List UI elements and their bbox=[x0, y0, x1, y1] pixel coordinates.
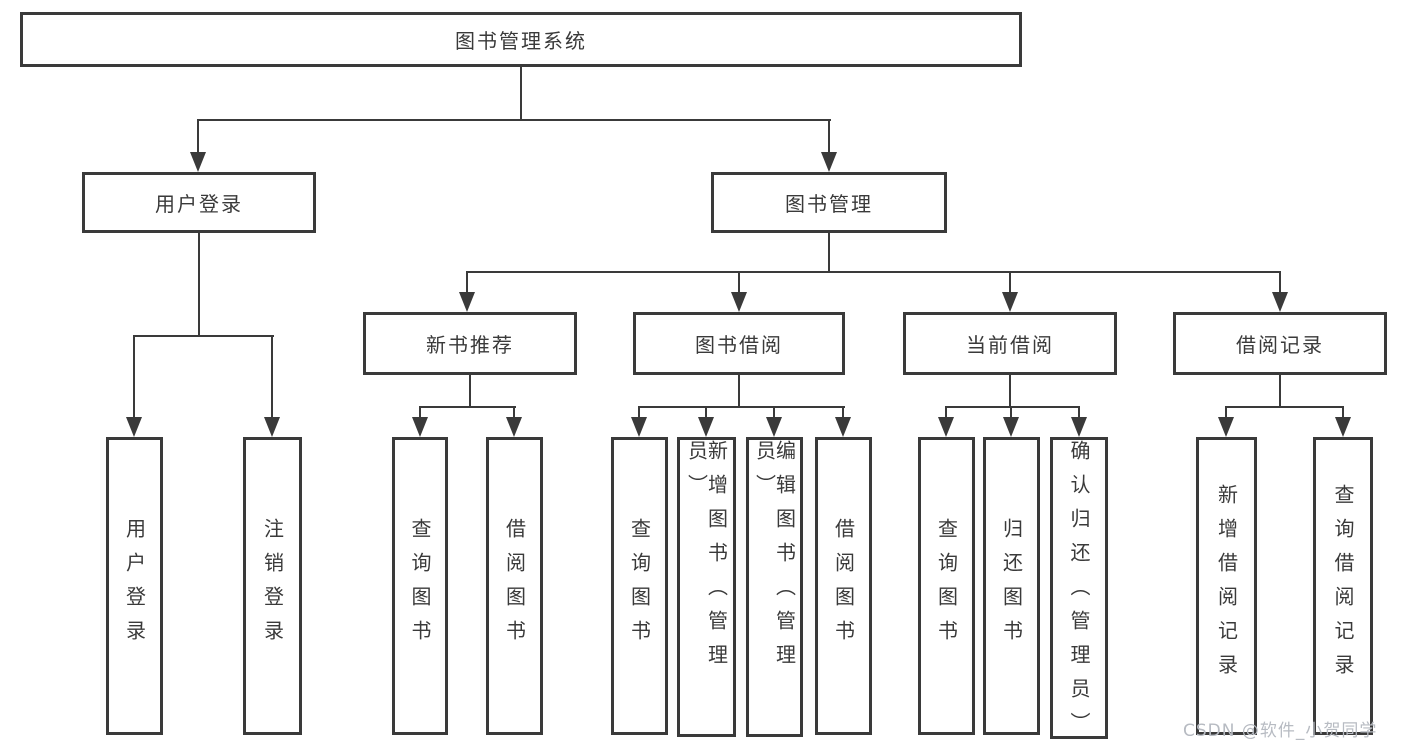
leaf-g1-query-book-label: 查询图书 bbox=[627, 518, 652, 654]
node-root: 图书管理系统 bbox=[20, 12, 1022, 67]
leaf-g1-add-book-admin-label: 新增图书（管理员） bbox=[684, 440, 729, 678]
leaf-user-login-label: 用户登录 bbox=[122, 518, 147, 654]
leaf-g2-confirm-return-admin: 确认归还（管理员） bbox=[1050, 437, 1108, 746]
connector-group3-bar bbox=[1225, 406, 1344, 408]
csdn-watermark: CSDN @软件_小贺同学 bbox=[1183, 721, 1378, 741]
connector-group2-bar bbox=[945, 406, 1080, 408]
connector-group3-stem bbox=[1279, 273, 1281, 292]
connector-login-stem bbox=[197, 121, 199, 152]
node-book-mgmt: 图书管理 bbox=[711, 172, 947, 233]
arrow-down-icon bbox=[1002, 292, 1018, 312]
arrow-down-icon bbox=[1071, 417, 1087, 437]
node-book-borrow: 图书借阅 bbox=[633, 312, 845, 375]
leaf-g1-edit-book-admin-label: 编辑图书（管理员） bbox=[752, 440, 797, 678]
leaf-g2-query-book: 查询图书 bbox=[918, 437, 975, 735]
connector-group2-down bbox=[1009, 375, 1011, 408]
arrow-down-icon bbox=[821, 152, 837, 172]
leaf-g2-return-book-label: 归还图书 bbox=[999, 518, 1024, 654]
arrow-down-icon bbox=[835, 417, 851, 437]
leaf-g1-add-book-admin: 新增图书（管理员） bbox=[677, 437, 736, 737]
leaf-g0-query-book: 查询图书 bbox=[392, 437, 448, 735]
leaf-logout-label: 注销登录 bbox=[260, 518, 285, 654]
connector-g2c1-stem bbox=[1010, 408, 1012, 417]
leaf-g2-return-book: 归还图书 bbox=[983, 437, 1040, 735]
node-new-book-recommend-label: 新书推荐 bbox=[426, 333, 514, 357]
arrow-down-icon bbox=[1218, 417, 1234, 437]
connector-group0-bar bbox=[419, 406, 516, 408]
leaf-g1-query-book: 查询图书 bbox=[611, 437, 668, 735]
leaf-logout: 注销登录 bbox=[243, 437, 302, 735]
arrow-down-icon bbox=[631, 417, 647, 437]
connector-mgmt-bar bbox=[466, 271, 1281, 273]
node-current-borrow: 当前借阅 bbox=[903, 312, 1117, 375]
arrow-down-icon bbox=[731, 292, 747, 312]
node-current-borrow-label: 当前借阅 bbox=[966, 333, 1054, 357]
node-book-borrow-label: 图书借阅 bbox=[695, 333, 783, 357]
node-borrow-record: 借阅记录 bbox=[1173, 312, 1387, 375]
node-user-login-label: 用户登录 bbox=[155, 192, 243, 216]
connector-root-bar bbox=[197, 119, 831, 121]
connector-mgmt-down bbox=[828, 233, 830, 273]
connector-g3c1-stem bbox=[1342, 408, 1344, 417]
leaf-g1-edit-book-admin: 编辑图书（管理员） bbox=[746, 437, 803, 737]
connector-group0-stem bbox=[466, 273, 468, 292]
connector-group2-stem bbox=[1009, 273, 1011, 292]
arrow-down-icon bbox=[1335, 417, 1351, 437]
connector-group1-stem bbox=[738, 273, 740, 292]
leaf-g3-query-borrow-record: 查询借阅记录 bbox=[1313, 437, 1373, 735]
connector-g2c2-stem bbox=[1078, 408, 1080, 417]
connector-login-bar bbox=[133, 335, 274, 337]
arrow-down-icon bbox=[412, 417, 428, 437]
connector-g1c1-stem bbox=[705, 408, 707, 417]
arrow-down-icon bbox=[698, 417, 714, 437]
leaf-g1-borrow-book: 借阅图书 bbox=[815, 437, 872, 735]
arrow-down-icon bbox=[938, 417, 954, 437]
leaf-g0-query-book-label: 查询图书 bbox=[408, 518, 432, 654]
arrow-down-icon bbox=[1003, 417, 1019, 437]
arrow-down-icon bbox=[264, 417, 280, 437]
connector-group1-bar bbox=[638, 406, 845, 408]
connector-g1c2-stem bbox=[773, 408, 775, 417]
leaf-user-login: 用户登录 bbox=[106, 437, 163, 735]
connector-group3-down bbox=[1279, 375, 1281, 408]
leaf-g3-query-borrow-record-label: 查询借阅记录 bbox=[1331, 484, 1355, 688]
connector-g1c3-stem bbox=[842, 408, 844, 417]
connector-g3c0-stem bbox=[1225, 408, 1227, 417]
leaf-g3-add-borrow-record: 新增借阅记录 bbox=[1196, 437, 1257, 735]
connector-g1c0-stem bbox=[638, 408, 640, 417]
arrow-down-icon bbox=[126, 417, 142, 437]
leaf-g2-confirm-return-admin-label: 确认归还（管理员） bbox=[1067, 440, 1091, 746]
arrow-down-icon bbox=[190, 152, 206, 172]
connector-group0-down bbox=[469, 375, 471, 408]
connector-g0c1-stem bbox=[513, 408, 515, 417]
node-root-label: 图书管理系统 bbox=[455, 29, 587, 53]
leaf-g0-borrow-book-label: 借阅图书 bbox=[502, 518, 527, 654]
node-book-mgmt-label: 图书管理 bbox=[785, 192, 873, 216]
node-new-book-recommend: 新书推荐 bbox=[363, 312, 577, 375]
leaf-g2-query-book-label: 查询图书 bbox=[934, 518, 959, 654]
connector-login-down bbox=[198, 233, 200, 337]
arrow-down-icon bbox=[506, 417, 522, 437]
connector-g0c0-stem bbox=[419, 408, 421, 417]
connector-root-stem bbox=[520, 67, 522, 119]
arrow-down-icon bbox=[459, 292, 475, 312]
leaf-g1-borrow-book-label: 借阅图书 bbox=[831, 518, 856, 654]
connector-mgmt-stem bbox=[828, 121, 830, 152]
node-user-login: 用户登录 bbox=[82, 172, 316, 233]
arrow-down-icon bbox=[1272, 292, 1288, 312]
leaf-g3-add-borrow-record-label: 新增借阅记录 bbox=[1214, 484, 1239, 688]
connector-group1-down bbox=[738, 375, 740, 408]
connector-g2c0-stem bbox=[945, 408, 947, 417]
connector-login-child1-stem bbox=[271, 337, 273, 417]
arrow-down-icon bbox=[766, 417, 782, 437]
leaf-g0-borrow-book: 借阅图书 bbox=[486, 437, 543, 735]
connector-login-child0-stem bbox=[133, 337, 135, 417]
node-borrow-record-label: 借阅记录 bbox=[1236, 333, 1324, 357]
